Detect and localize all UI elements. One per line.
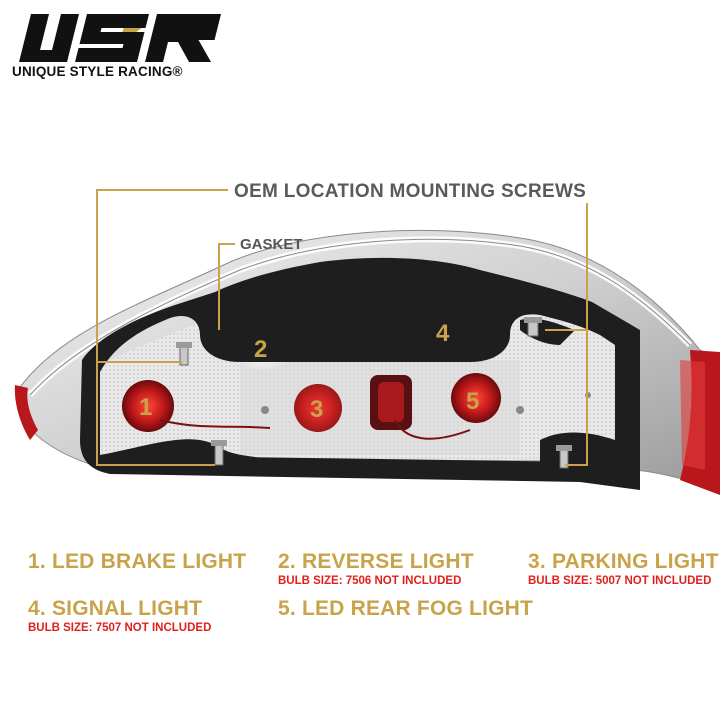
mounting-screw: [556, 445, 572, 469]
marker-1: 1: [139, 394, 153, 421]
mounting-screw: [176, 342, 192, 366]
legend-title: 2. REVERSE LIGHT: [278, 550, 474, 573]
legend-item: 3. PARKING LIGHT BULB SIZE: 5007 NOT INC…: [528, 550, 719, 587]
marker-4: 4: [436, 320, 450, 347]
legend-item: 1. LED BRAKE LIGHT: [28, 550, 246, 574]
gasket-callout-line: [218, 243, 235, 330]
marker-3: 3: [310, 396, 324, 423]
legend-item: 2. REVERSE LIGHT BULB SIZE: 7506 NOT INC…: [278, 550, 474, 587]
legend-title: 3. PARKING LIGHT: [528, 550, 719, 573]
legend-note: BULB SIZE: 7507 NOT INCLUDED: [28, 622, 212, 634]
screws-callout-label: OEM LOCATION MOUNTING SCREWS: [228, 181, 593, 203]
legend-title: 4. SIGNAL LIGHT: [28, 597, 203, 620]
bulb-5: [451, 373, 501, 423]
marker-2: 2: [254, 336, 268, 363]
legend-item: 5. LED REAR FOG LIGHT: [278, 597, 533, 621]
legend-note: BULB SIZE: 5007 NOT INCLUDED: [528, 575, 712, 587]
mounting-screw: [211, 440, 227, 466]
legend-item: 4. SIGNAL LIGHT BULB SIZE: 7507 NOT INCL…: [28, 597, 211, 634]
marker-5: 5: [466, 388, 480, 415]
legend-title: 5. LED REAR FOG LIGHT: [278, 597, 534, 620]
legend-title: 1. LED BRAKE LIGHT: [28, 550, 247, 573]
brand-logo: [19, 14, 222, 62]
legend-note: BULB SIZE: 7506 NOT INCLUDED: [278, 575, 462, 587]
left-red-lens: [14, 385, 38, 440]
bulb-1: [122, 380, 174, 432]
mounting-screw: [524, 317, 542, 337]
gasket-callout-label: GASKET: [240, 236, 303, 253]
brand-tagline: UNIQUE STYLE RACING®: [12, 64, 183, 79]
